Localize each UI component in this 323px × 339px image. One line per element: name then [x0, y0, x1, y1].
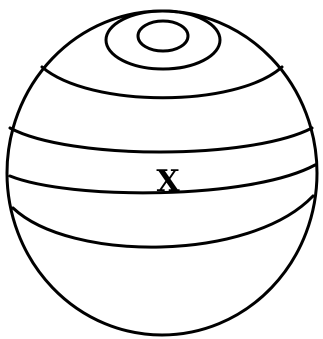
globe: X	[7, 11, 317, 335]
lower-band-line	[13, 196, 313, 247]
top-inner-circle	[138, 21, 188, 51]
upper-band-line	[10, 128, 312, 152]
upper-latitude-line	[42, 67, 282, 98]
point-x-label: X	[156, 164, 180, 199]
